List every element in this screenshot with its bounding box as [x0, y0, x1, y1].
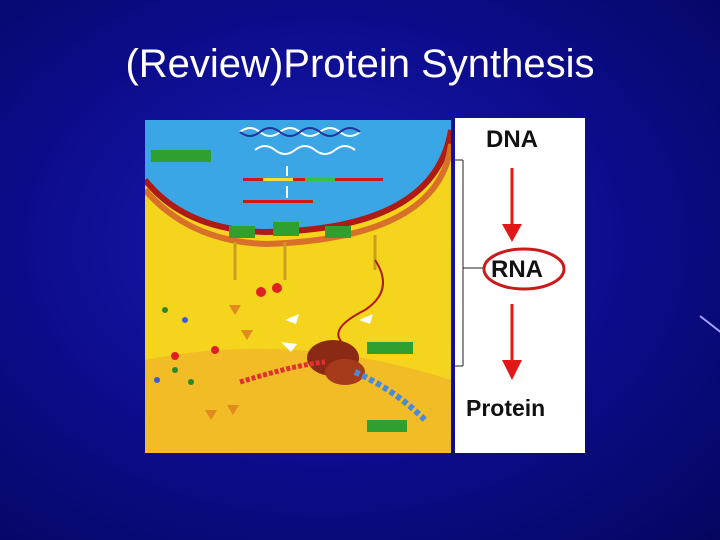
rna-highlight-ellipse — [482, 247, 566, 291]
protein-label: Protein — [466, 395, 546, 421]
rna-label: RNA — [491, 256, 543, 283]
dna-label: DNA — [486, 126, 538, 153]
flow-arrows — [455, 118, 585, 453]
slide-title: (Review)Protein Synthesis — [125, 42, 595, 86]
flow-panel: DNA RNA Protein — [455, 118, 585, 453]
cell-diagram-image — [145, 120, 451, 453]
decorative-line — [699, 315, 720, 336]
